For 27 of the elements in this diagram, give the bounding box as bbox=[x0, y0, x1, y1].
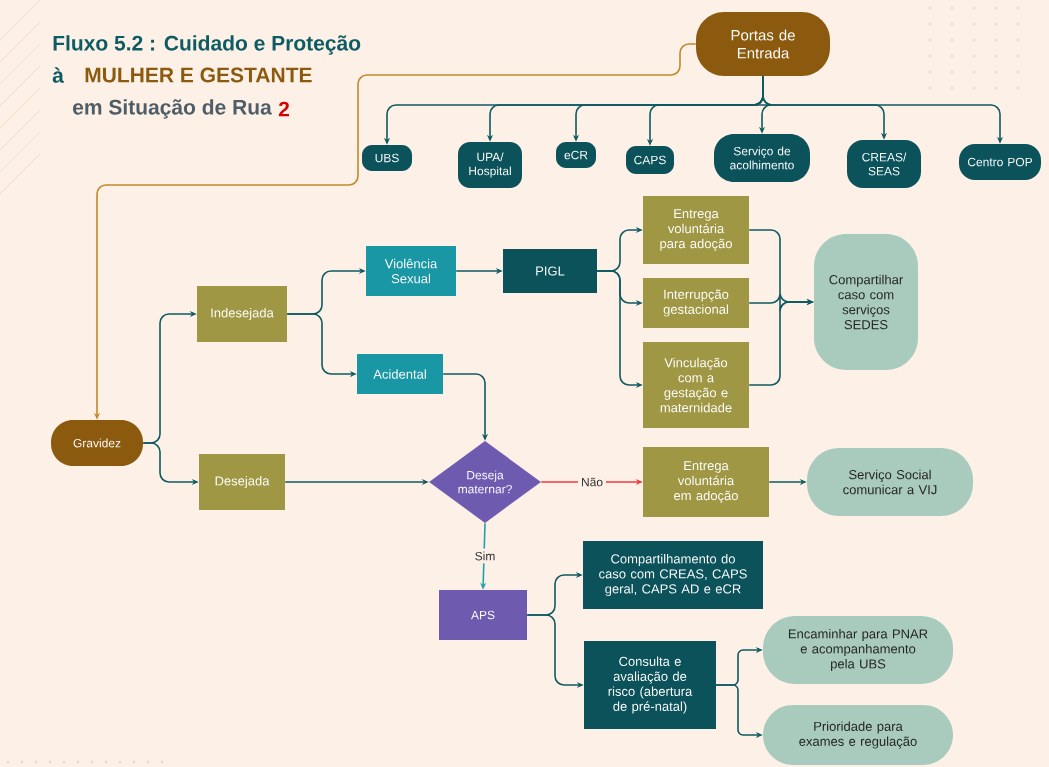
process-box: Centro POP bbox=[959, 144, 1041, 180]
process-box: Desejada bbox=[199, 454, 285, 510]
process-box: UPA/ Hospital bbox=[458, 142, 522, 188]
title-number: 2 bbox=[278, 101, 289, 117]
process-box: Entrega voluntária em adoção bbox=[643, 447, 769, 517]
process-box: Compartilhamento do caso com CREAS, CAPS geral, CAPS AD e eCR bbox=[583, 541, 763, 609]
process-box: CAPS bbox=[626, 146, 674, 174]
process-box: PIGL bbox=[503, 249, 597, 293]
process-box: Vinculação com a gestação e maternidade bbox=[643, 342, 749, 428]
title-line: à bbox=[52, 67, 64, 83]
process-box: CREAS/ SEAS bbox=[847, 140, 921, 188]
process-box: eCR bbox=[556, 142, 596, 168]
process-box: Acidental bbox=[357, 354, 443, 394]
process-box: Interrupção gestacional bbox=[643, 278, 749, 328]
rounded-box: Serviço Social comunicar a VIJ bbox=[807, 448, 973, 516]
process-box: UBS bbox=[362, 145, 412, 171]
rounded-box: Compartilhar caso com serviços SEDES bbox=[814, 234, 918, 370]
process-box: Consulta e avaliação de risco (abertura de pré-natal) bbox=[584, 641, 716, 729]
process-box: APS bbox=[439, 590, 527, 640]
title-line: MULHER E GESTANTE bbox=[85, 67, 312, 83]
process-box: Entrega voluntária para adoção bbox=[643, 196, 749, 264]
pill-box: Portas de Entrada bbox=[696, 12, 830, 76]
rounded-box: Encaminhar para PNAR e acompanhamento pela UBS bbox=[763, 616, 953, 684]
title: Fluxo 5.2 : Cuidado e Proteção bbox=[53, 35, 361, 55]
process-box: Indesejada bbox=[197, 286, 287, 342]
title-line: em Situação de Rua bbox=[73, 99, 272, 119]
process-box: Violência Sexual bbox=[366, 246, 456, 296]
